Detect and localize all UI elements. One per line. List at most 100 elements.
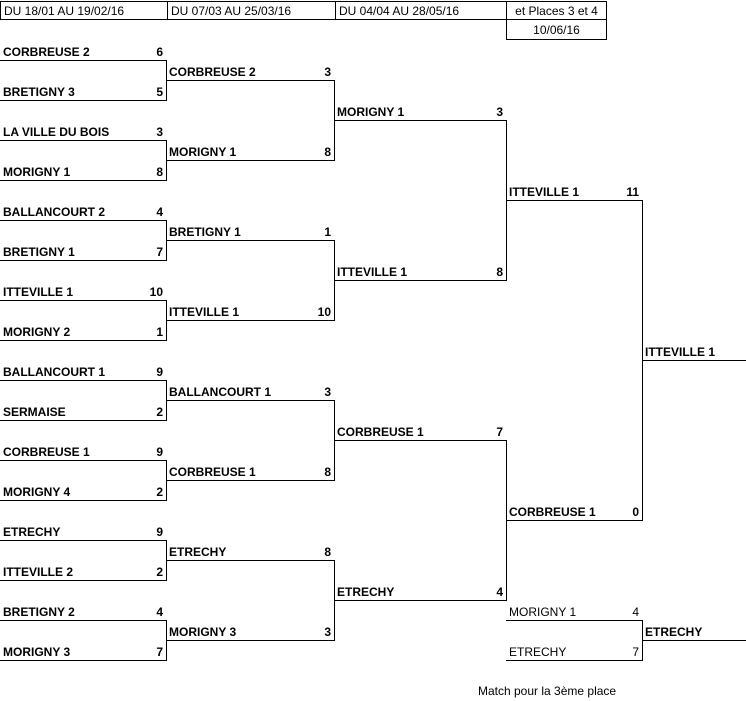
bracket-line (0, 420, 167, 421)
team-score: 7 (496, 425, 503, 439)
team-name: CORBREUSE 2 (169, 65, 256, 79)
team-score: 9 (156, 445, 163, 459)
team-score: 0 (632, 505, 639, 519)
bracket-line (166, 160, 335, 161)
bracket-line (334, 440, 507, 441)
bracket-line (0, 220, 167, 221)
champion-name: ITTEVILLE 1 (645, 345, 716, 359)
team-name: ETRECHY (3, 525, 61, 539)
bracket-line (506, 660, 643, 661)
team-score: 4 (496, 585, 503, 599)
team-name: MORIGNY 1 (337, 105, 405, 119)
team-score: 2 (156, 565, 163, 579)
team-score: 8 (324, 465, 331, 479)
team-name: BRETIGNY 1 (169, 225, 241, 239)
team-score: 7 (156, 245, 163, 259)
team-name: ITTEVILLE 1 (3, 285, 74, 299)
team-score: 3 (324, 65, 331, 79)
team-name: ETRECHY (509, 645, 567, 659)
team-score: 11 (626, 185, 639, 199)
team-name: CORBREUSE 1 (337, 425, 424, 439)
team-score: 5 (156, 85, 163, 99)
team-name: MORIGNY 1 (3, 165, 71, 179)
team-name: ETRECHY (337, 585, 395, 599)
team-name: CORBREUSE 1 (509, 505, 596, 519)
header-final-line1: et Places 3 et 4 (506, 1, 607, 20)
team-name: MORIGNY 3 (169, 625, 237, 639)
team-score: 7 (156, 645, 163, 659)
bracket-line (166, 480, 335, 481)
team-name: BRETIGNY 3 (3, 85, 75, 99)
team-score: 3 (156, 125, 163, 139)
bracket-line (334, 120, 507, 121)
team-score: 10 (149, 285, 163, 299)
bracket-line (0, 340, 167, 341)
team-name: CORBREUSE 1 (3, 445, 90, 459)
team-name: MORIGNY 1 (169, 145, 237, 159)
team-name: LA VILLE DU BOIS (3, 125, 110, 139)
bracket-line (0, 260, 167, 261)
bracket-line (166, 560, 335, 561)
team-score: 8 (496, 265, 503, 279)
team-name: BALLANCOURT 1 (3, 365, 105, 379)
team-name: ITTEVILLE 2 (3, 565, 74, 579)
team-score: 9 (156, 525, 163, 539)
bracket-line (334, 600, 507, 601)
bracket-line (334, 280, 507, 281)
team-score: 10 (317, 305, 331, 319)
team-name: ITTEVILLE 1 (509, 185, 580, 199)
team-score: 1 (156, 325, 163, 339)
team-score: 2 (156, 485, 163, 499)
bracket-line (0, 380, 167, 381)
team-score: 7 (632, 645, 639, 659)
team-score: 3 (324, 625, 331, 639)
team-score: 8 (324, 145, 331, 159)
team-score: 4 (632, 605, 639, 619)
team-name: BALLANCOURT 2 (3, 205, 105, 219)
team-score: 3 (496, 105, 503, 119)
team-score: 8 (156, 165, 163, 179)
bracket-line (166, 400, 335, 401)
bracket-line (506, 520, 643, 521)
team-name: ITTEVILLE 1 (169, 305, 240, 319)
bracket-line (0, 300, 167, 301)
team-name: CORBREUSE 1 (169, 465, 256, 479)
bracket-line (506, 200, 643, 201)
team-score: 8 (324, 545, 331, 559)
team-score: 4 (156, 605, 163, 619)
team-name: BRETIGNY 2 (3, 605, 75, 619)
team-score: 1 (324, 225, 331, 239)
team-score: 2 (156, 405, 163, 419)
bracket-line (642, 360, 746, 361)
team-name: BRETIGNY 1 (3, 245, 75, 259)
header-round3: DU 04/04 AU 28/05/16 (335, 1, 507, 20)
header-round1: DU 18/01 AU 19/02/16 (0, 1, 168, 20)
team-name: MORIGNY 2 (3, 325, 71, 339)
bracket-line (0, 620, 167, 621)
team-name: SERMAISE (3, 405, 66, 419)
team-name: CORBREUSE 2 (3, 45, 90, 59)
team-name: MORIGNY 4 (3, 485, 71, 499)
bracket-line (0, 580, 167, 581)
bracket-line (0, 180, 167, 181)
header-final-line2: 10/06/16 (506, 20, 607, 40)
third-place-winner: ETRECHY (645, 625, 703, 639)
team-name: MORIGNY 3 (3, 645, 71, 659)
bracket-line (166, 80, 335, 81)
bracket-line (0, 100, 167, 101)
bracket-line (0, 140, 167, 141)
team-score: 9 (156, 365, 163, 379)
bracket-line (0, 500, 167, 501)
bracket-line (642, 640, 746, 641)
bracket-line (0, 660, 167, 661)
bracket-line (0, 60, 167, 61)
team-name: ITTEVILLE 1 (337, 265, 408, 279)
team-name: BALLANCOURT 1 (169, 385, 271, 399)
bracket-line (166, 640, 335, 641)
bracket-line (166, 240, 335, 241)
header-round2: DU 07/03 AU 25/03/16 (167, 1, 336, 20)
bracket-line (166, 320, 335, 321)
team-score: 3 (324, 385, 331, 399)
team-name: ETRECHY (169, 545, 227, 559)
team-name: MORIGNY 1 (509, 605, 577, 619)
